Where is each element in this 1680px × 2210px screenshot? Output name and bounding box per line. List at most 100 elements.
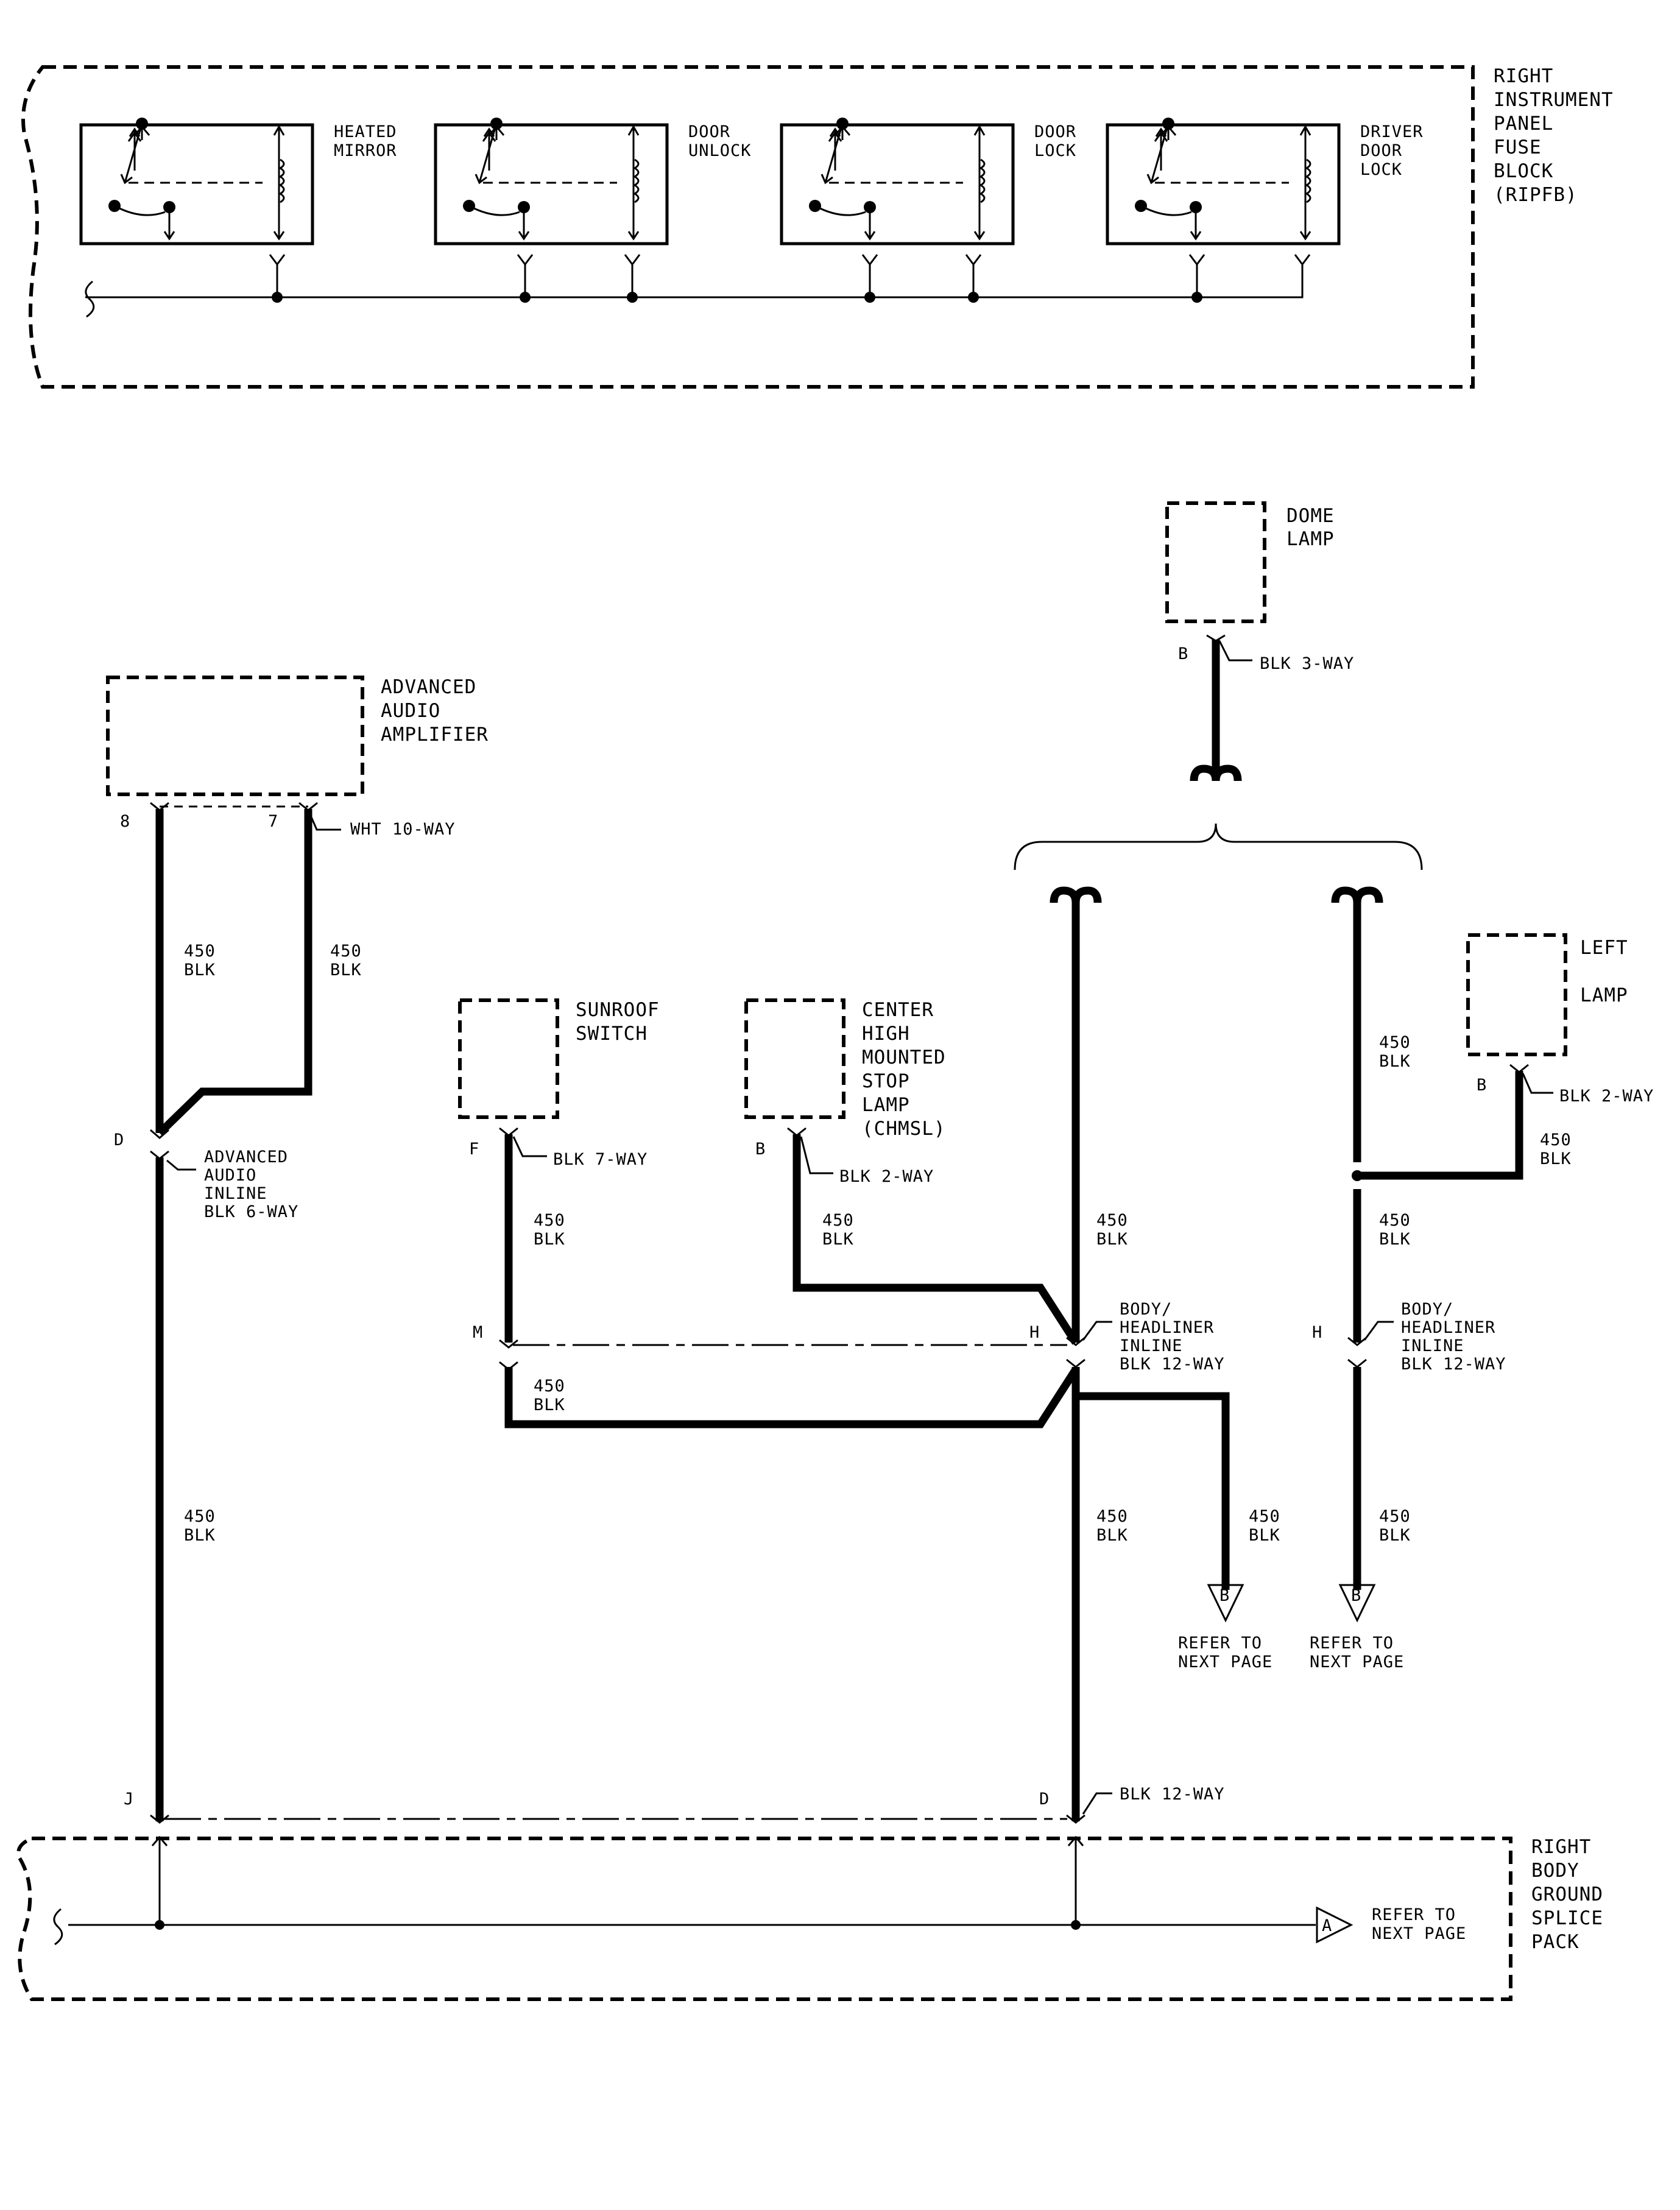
refer-a-marker: A xyxy=(1322,1916,1332,1935)
sunroof-switch: SUNROOF SWITCH F BLK 7-WAY xyxy=(458,998,660,1349)
refer-b-wire-1 xyxy=(1076,1392,1230,1590)
sunroof-connector: BLK 7-WAY xyxy=(553,1150,648,1169)
left-lamp-label-1: LEFT xyxy=(1580,937,1628,959)
relay-terminal xyxy=(269,254,286,297)
amp-label-2: AUDIO xyxy=(381,700,440,722)
chmsl-label-4: STOP xyxy=(862,1070,910,1092)
wire-circuit-number: 450 xyxy=(1096,1507,1128,1526)
relay-2-label-2: UNLOCK xyxy=(688,141,752,160)
sunroof-label-1: SUNROOF xyxy=(576,999,660,1021)
wire-circuit-number: 450 xyxy=(534,1211,565,1230)
chmsl-label-6: (CHMSL) xyxy=(862,1118,946,1140)
center-branch: H M BODY/ HEADLINER INLINE BLK 12-WAY xyxy=(473,886,1230,1821)
refer-b-1: B REFER TO NEXT PAGE xyxy=(1178,1584,1272,1672)
wire-circuit-number: 450 xyxy=(534,1377,565,1396)
wire-color: BLK xyxy=(534,1396,565,1414)
audio-inline-label-3: INLINE xyxy=(204,1184,267,1203)
right-branch: H BODY/ HEADLINER INLINE BLK 12-WAY xyxy=(1312,886,1506,1590)
left-lamp-pin: B xyxy=(1477,1076,1486,1095)
ripfb-label-4: FUSE xyxy=(1494,136,1542,158)
refer-a-arrow xyxy=(1316,1906,1354,1944)
left-lamp-wire xyxy=(1358,1071,1523,1180)
ground-pin-j: J xyxy=(124,1790,133,1809)
wire-circuit-number: 450 xyxy=(184,942,216,961)
relay-terminal xyxy=(861,254,878,297)
relay-terminal xyxy=(965,254,982,297)
relay-3-label-2: LOCK xyxy=(1034,141,1076,160)
relay-terminal xyxy=(624,254,641,297)
audio-inline-label-2: AUDIO xyxy=(204,1166,256,1185)
chmsl: CENTER HIGH MOUNTED STOP LAMP (CHMSL) B … xyxy=(744,998,1079,1345)
sunroof-pin: F xyxy=(469,1140,479,1159)
wire-color: BLK xyxy=(1379,1230,1411,1249)
refer-a-text-1: REFER TO xyxy=(1372,1905,1456,1924)
bh2-label-2: HEADLINER xyxy=(1401,1318,1495,1337)
amplifier: ADVANCED AUDIO AMPLIFIER 8 7 WHT 10-WAY xyxy=(106,676,488,1136)
sunroof-label-2: SWITCH xyxy=(576,1023,648,1045)
wire-label-group: 450BLK450BLK450BLK450BLK450BLK450BLK450B… xyxy=(184,942,1572,1545)
ripfb-label-2: INSTRUMENT xyxy=(1494,89,1614,111)
chmsl-wire xyxy=(792,1134,1079,1345)
refer-b-1-text-2: NEXT PAGE xyxy=(1178,1653,1272,1672)
wire-circuit-number: 450 xyxy=(184,1507,216,1526)
wire-color: BLK xyxy=(1379,1052,1411,1071)
wire-color: BLK xyxy=(1096,1230,1128,1249)
audio-inline-label-4: BLK 6-WAY xyxy=(204,1202,298,1221)
dome-bracket xyxy=(1014,823,1423,870)
refer-b-1-marker: B xyxy=(1219,1586,1229,1605)
left-lamp: LEFT LAMP B BLK 2-WAY xyxy=(1358,933,1654,1180)
dome-lamp-label-1: DOME xyxy=(1286,505,1335,527)
ground-pin-d: D xyxy=(1039,1790,1049,1809)
relay-1-label-1: HEATED xyxy=(334,122,397,141)
wire-circuit-number: 450 xyxy=(1379,1507,1411,1526)
amp-pin-8: 8 xyxy=(120,812,130,831)
ground-label-1: RIGHT xyxy=(1531,1836,1591,1858)
bh2-label-3: INLINE xyxy=(1401,1336,1464,1355)
bh-pin-h2: H xyxy=(1312,1323,1322,1342)
dome-pin: B xyxy=(1178,644,1188,663)
wire-color: BLK xyxy=(330,961,362,980)
wire-color: BLK xyxy=(1379,1526,1411,1545)
relay-terminal xyxy=(1294,254,1311,297)
bh-label-3: INLINE xyxy=(1120,1336,1183,1355)
left-lamp-connector: BLK 2-WAY xyxy=(1559,1087,1654,1106)
ground-splice-pack: RIGHT BODY GROUND SPLICE PACK A REFER TO… xyxy=(16,1835,1603,2001)
wire-color: BLK xyxy=(184,961,216,980)
wire-circuit-number: 450 xyxy=(1540,1131,1572,1149)
ground-label-4: SPLICE xyxy=(1531,1907,1603,1929)
bh2-label-4: BLK 12-WAY xyxy=(1401,1355,1506,1374)
ground-connector-label: BLK 12-WAY xyxy=(1120,1785,1225,1804)
ripfb-label-1: RIGHT xyxy=(1494,65,1553,87)
refer-b-1-text-1: REFER TO xyxy=(1178,1634,1262,1653)
wire-circuit-number: 450 xyxy=(1249,1507,1280,1526)
chmsl-connector: BLK 2-WAY xyxy=(839,1167,934,1186)
wire-color: BLK xyxy=(184,1526,216,1545)
wire-circuit-number: 450 xyxy=(1096,1211,1128,1230)
bh-label-4: BLK 12-WAY xyxy=(1120,1355,1225,1374)
refer-b-2-text-2: NEXT PAGE xyxy=(1310,1653,1404,1672)
ripfb-label-6: (RIPFB) xyxy=(1494,184,1578,206)
chmsl-label-3: MOUNTED xyxy=(862,1047,946,1068)
ripfb-block: RIGHT INSTRUMENT PANEL FUSE BLOCK (RIPFB… xyxy=(21,65,1614,389)
refer-b-2-text-1: REFER TO xyxy=(1310,1634,1394,1653)
sunroof-lower-wire xyxy=(504,1367,1079,1428)
chmsl-pin: B xyxy=(755,1140,765,1159)
wire-color: BLK xyxy=(1249,1526,1280,1545)
wire-color: BLK xyxy=(1540,1149,1572,1168)
relay-4-label-1: DRIVER xyxy=(1360,122,1424,141)
audio-inline-pin: D xyxy=(114,1131,124,1149)
relay-terminal xyxy=(517,254,534,297)
